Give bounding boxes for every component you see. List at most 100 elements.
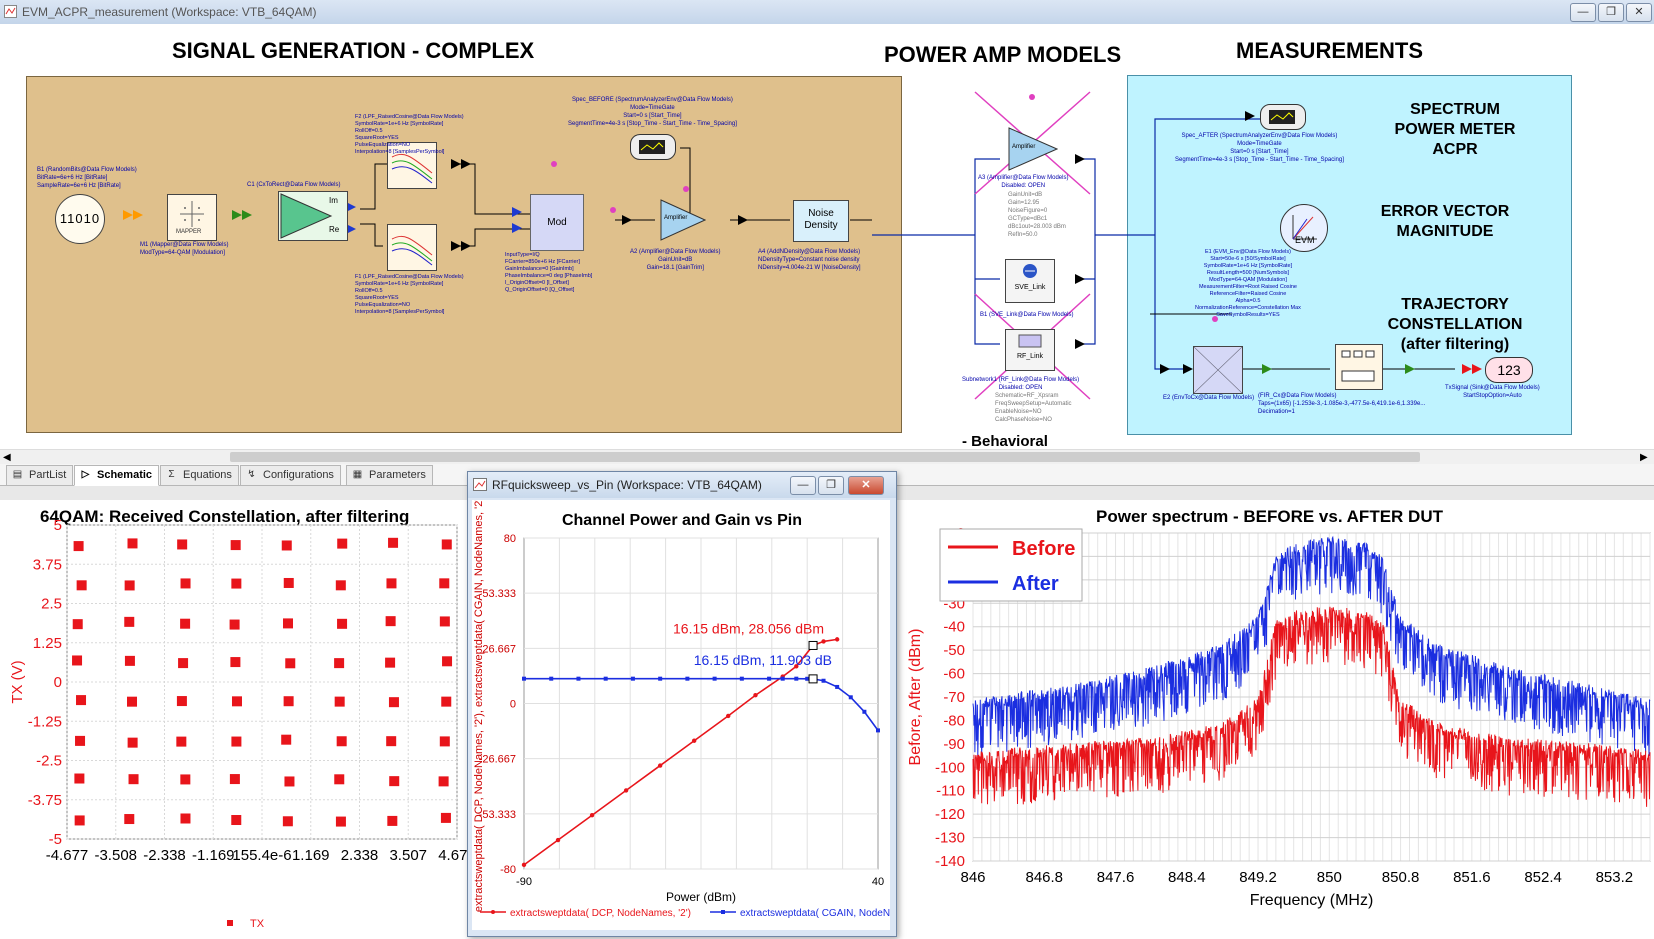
x-tick-label: 849.2 <box>1239 869 1277 886</box>
schematic-canvas[interactable]: SIGNAL GENERATION - COMPLEX POWER AMP MO… <box>0 24 1654 449</box>
cx-to-rect-block[interactable]: Im Re <box>278 191 348 241</box>
y-tick-label: -26.667 <box>479 754 516 766</box>
x-tick-label: 852.4 <box>1524 869 1562 886</box>
tab-configurations[interactable]: ↯Configurations <box>240 465 341 486</box>
constellation-point <box>230 540 241 551</box>
amplifier-triangle-icon <box>660 199 707 241</box>
amplifier-triangle-icon <box>1008 127 1059 171</box>
rf-quicksweep-window[interactable]: RFquicksweep_vs_Pin (Workspace: VTB_64QA… <box>467 471 933 937</box>
y-tick-label: -3.75 <box>28 792 62 809</box>
spectrum-analyzer-after-block[interactable] <box>1260 104 1306 130</box>
constellation-title: 64QAM: Received Constellation, after fil… <box>40 507 410 526</box>
x-tick-label: -2.338 <box>143 847 186 864</box>
constellation-point <box>285 658 296 669</box>
constellation-point <box>386 736 397 747</box>
modulator-block[interactable]: Mod <box>530 194 584 251</box>
tab-partlist[interactable]: ▤PartList <box>6 465 74 486</box>
constellation-point <box>334 658 345 669</box>
fir-filter-block[interactable] <box>1335 344 1383 390</box>
scroll-left-icon[interactable]: ◀ <box>3 452 11 463</box>
series-line <box>972 606 1651 807</box>
spectrum-analyzer-before-block[interactable] <box>630 134 676 160</box>
constellation-point <box>282 816 293 827</box>
evm-block[interactable]: EVM <box>1280 204 1328 252</box>
constellation-point <box>177 539 188 550</box>
signal-generation-region <box>26 76 902 433</box>
evm-vector-icon <box>1292 215 1317 240</box>
marker-annotation: 16.15 dBm, 28.056 dBm <box>673 620 824 636</box>
rf-restore-button[interactable]: ❐ <box>818 476 844 495</box>
sve-link-block[interactable]: SVE_Link <box>1005 259 1055 303</box>
constellation-point <box>283 696 294 707</box>
data-point <box>576 676 581 681</box>
y-tick-label: -70 <box>943 689 965 706</box>
sink-block[interactable]: 123 <box>1485 357 1533 383</box>
rf-window-title-bar[interactable]: RFquicksweep_vs_Pin (Workspace: VTB_64QA… <box>468 472 896 498</box>
constellation-point <box>74 773 85 784</box>
constellation-point <box>442 656 453 667</box>
b1-params: B1 (RandomBits@Data Flow Models) BitRate… <box>37 167 137 189</box>
data-point <box>794 676 799 681</box>
rf-close-button[interactable]: ✕ <box>848 476 884 495</box>
scrollbar-thumb[interactable] <box>230 452 1420 462</box>
amplifier-a3-block[interactable]: Amplifier <box>1008 127 1059 171</box>
channel-power-gain-chart[interactable]: Channel Power and Gain vs Pin8053.33326.… <box>472 495 933 930</box>
x-tick-label: 846 <box>960 869 985 886</box>
fir-taps-icon <box>1341 350 1375 382</box>
x-tick-label: -3.508 <box>94 847 137 864</box>
random-bits-block[interactable]: 11010 <box>55 194 105 244</box>
data-point <box>753 693 758 698</box>
close-button[interactable]: ✕ <box>1626 3 1652 22</box>
minimize-button[interactable]: — <box>1570 3 1596 22</box>
restore-button[interactable]: ❐ <box>1598 3 1624 22</box>
constellation-point <box>439 578 450 589</box>
schematic-icon: ▷ <box>81 469 90 480</box>
constellation-point <box>124 580 135 591</box>
marker-box <box>808 640 818 650</box>
tab-label: Configurations <box>263 469 334 481</box>
noise-density-block[interactable]: Noise Density <box>793 200 849 242</box>
tab-schematic[interactable]: ▷Schematic <box>74 465 160 486</box>
data-point <box>862 709 867 714</box>
y-tick-label: -1.25 <box>28 713 62 730</box>
txsignal-params: TxSignal (Sink@Data Flow Models) StartSt… <box>1445 385 1540 399</box>
amplifier-a2-block[interactable]: Amplifier <box>660 199 707 241</box>
y-tick-label: 3.75 <box>33 556 62 573</box>
x-tick-label: -4.677 <box>46 847 89 864</box>
data-point <box>522 676 526 681</box>
constellation-point <box>337 538 348 549</box>
tab-label: Parameters <box>369 469 426 481</box>
legend-label: Before <box>1012 538 1075 560</box>
graph-window-icon <box>473 478 487 491</box>
constellation-point <box>283 577 294 588</box>
x-tick-label: 853.2 <box>1596 869 1634 886</box>
lpf-f1-block[interactable] <box>387 224 437 271</box>
main-title-bar[interactable]: EVM_ACPR_measurement (Workspace: VTB_64Q… <box>0 0 1654 25</box>
y-tick-label: 0 <box>54 674 62 691</box>
marker-box <box>808 674 818 684</box>
constellation-point <box>441 696 452 707</box>
tab-label: Equations <box>183 469 232 481</box>
constellation-point <box>178 658 189 669</box>
mapper-block[interactable]: MAPPER <box>167 194 217 241</box>
rf-link-subnetwork-block[interactable]: RF_Link <box>1005 329 1055 371</box>
scroll-right-icon[interactable]: ▶ <box>1640 452 1648 463</box>
constellation-point <box>229 774 240 785</box>
sve-link-logo-icon <box>1023 264 1037 278</box>
equations-icon: Σ <box>168 469 175 480</box>
chart-title: Channel Power and Gain vs Pin <box>562 512 802 529</box>
env-to-cx-block[interactable] <box>1193 346 1243 394</box>
tab-equations[interactable]: Σ Equations <box>160 465 239 486</box>
schematic-horizontal-scrollbar[interactable]: ◀ ▶ <box>0 449 1654 465</box>
data-point <box>603 676 608 681</box>
rf-minimize-button[interactable]: — <box>790 476 816 495</box>
a3-amplifier-label: Amplifier <box>1012 144 1036 150</box>
data-point <box>712 676 717 681</box>
lpf-f2-block[interactable] <box>387 142 437 189</box>
m1-params: M1 (Mapper@Data Flow Models) ModType=64-… <box>140 242 229 256</box>
tab-parameters[interactable]: ▦Parameters <box>346 465 433 486</box>
y-tick-label: 80 <box>504 533 516 545</box>
data-point <box>555 837 561 843</box>
